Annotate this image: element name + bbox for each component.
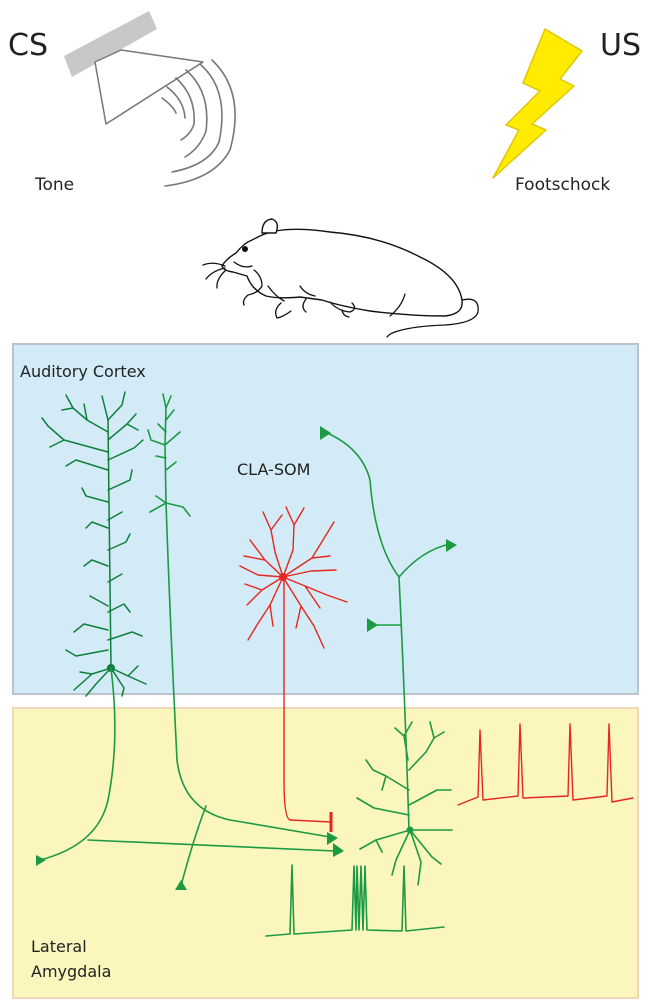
- lateral-amygdala-label-line1: Lateral: [31, 937, 87, 956]
- tone-label: Tone: [34, 175, 74, 195]
- auditory-cortex-panel: [13, 344, 638, 694]
- cs-label: CS: [8, 28, 48, 63]
- auditory-cortex-label: Auditory Cortex: [20, 362, 146, 381]
- lateral-amygdala-label-line2: Amygdala: [31, 962, 111, 981]
- lateral-amygdala-panel: [13, 708, 638, 998]
- footschock-label: Footschock: [515, 175, 610, 195]
- speaker-icon: [64, 11, 235, 186]
- us-label: US: [600, 28, 641, 63]
- cla-som-label: CLA-SOM: [237, 460, 310, 479]
- rat-icon: [203, 219, 478, 337]
- lightning-bolt-icon: [493, 29, 582, 178]
